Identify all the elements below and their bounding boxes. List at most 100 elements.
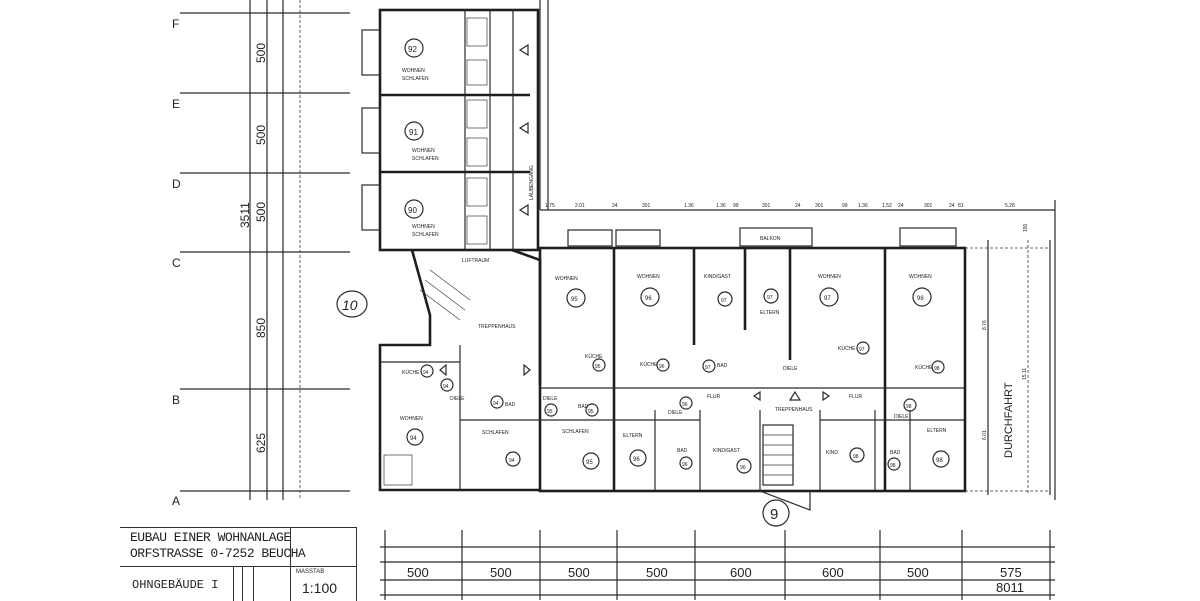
project-title-line1: EUBAU EINER WOHNANLAGE (130, 530, 291, 545)
marker-9-circle (762, 499, 790, 527)
room-circle (440, 378, 454, 392)
dim-bottom-2: 500 (490, 565, 512, 580)
room-circle (490, 395, 504, 409)
room-96-kueche-number: 96 (659, 364, 665, 370)
dim-bottom-3: 500 (568, 565, 590, 580)
room-98-bad-label: BAD (890, 450, 901, 456)
room-circle (582, 452, 600, 470)
svg-text:1.75: 1.75 (545, 203, 555, 209)
room-97-wohnen-label: WOHNEN (818, 274, 841, 280)
room-97-eltern-number: 97 (767, 295, 773, 301)
room-95-schlafen-number: 95 (586, 460, 593, 466)
svg-text:301: 301 (924, 203, 933, 209)
room-circle (819, 287, 839, 307)
svg-text:81: 81 (958, 203, 964, 209)
room-91-label1: WOHNEN (412, 148, 435, 154)
room-circle (656, 358, 670, 372)
room-circle (856, 341, 870, 355)
room-95-kueche-label: KÜCHE (585, 353, 603, 360)
svg-text:24: 24 (949, 203, 955, 209)
marker-10-circle (336, 290, 368, 318)
dim-total-left: 3511 (238, 202, 252, 228)
dim-bottom-5: 600 (730, 565, 752, 580)
svg-text:1.36: 1.36 (858, 203, 868, 209)
room-circle (640, 287, 660, 307)
room-96-wohnen-number: 96 (645, 296, 652, 302)
dim-bottom-6: 600 (822, 565, 844, 580)
room-95-diele-label: DIELE (543, 396, 558, 402)
dim-ed: 500 (254, 125, 268, 145)
project-title-line2: ORFSTRASSE 0-7252 BEUCHA (130, 546, 306, 561)
room-circle (404, 199, 424, 219)
svg-text:24: 24 (795, 203, 801, 209)
room-circle (404, 121, 424, 141)
room-97-eltern-label: ELTERN (760, 310, 780, 316)
room-94-diele-number: 94 (443, 384, 449, 390)
svg-text:2.01: 2.01 (575, 203, 585, 209)
room-96-bad-label: BAD (677, 448, 688, 454)
flur-right-label: FLUR (849, 394, 862, 400)
svg-text:301: 301 (815, 203, 824, 209)
luftraum-label: LUFTRAUM (462, 258, 489, 264)
room-95-wohnen-label: WOHNEN (555, 276, 578, 282)
room-circle (592, 358, 606, 372)
dim-right-mid: 8.76 (982, 320, 988, 330)
treppenhaus-left-label: TREPPENHAUS (478, 324, 516, 330)
scale-value: 1:100 (302, 580, 338, 596)
room-91-number: 91 (409, 128, 418, 137)
room-circle (679, 396, 693, 410)
room-circle (544, 403, 558, 417)
dim-right-top: 150 (1023, 223, 1029, 232)
laubengang-label: LAUBENGANG (529, 165, 535, 200)
dim-bottom-8: 575 (1000, 565, 1022, 580)
svg-text:301: 301 (762, 203, 771, 209)
axis-label-a: A (172, 494, 180, 508)
room-96-kueche-label: KÜCHE (640, 361, 658, 368)
room-94-bad-label: BAD (505, 402, 516, 408)
room-95-diele-number: 95 (547, 409, 553, 415)
dim-bottom-total: 8011 (996, 580, 1024, 595)
room-94-schlafen-number: 94 (509, 458, 515, 464)
building-name: OHNGEBÄUDE I (132, 578, 219, 592)
room-92-label1: WOHNEN (402, 68, 425, 74)
room-circle (736, 458, 752, 474)
svg-text:1.52: 1.52 (882, 203, 892, 209)
room-90-label2: SCHLAFEN (412, 232, 439, 238)
room-circle (717, 291, 733, 307)
marker-9: 9 (770, 506, 778, 523)
dim-right-low: 6.01 (982, 430, 988, 440)
room-94-wohnen-label: WOHNEN (400, 416, 423, 422)
room-circle (932, 450, 950, 468)
dim-bottom-7: 500 (907, 565, 929, 580)
axis-label-e: E (172, 97, 180, 111)
room-circle (404, 38, 424, 58)
room-circle (585, 403, 599, 417)
scale-label: MASSTAB (296, 569, 325, 575)
room-97-kueche-label: KÜCHE (838, 345, 856, 352)
room-98-kind-number: 98 (853, 454, 859, 460)
dim-dc: 500 (254, 202, 268, 222)
room-98-kueche-label: KÜCHE (915, 364, 933, 371)
room-98-wohnen-number: 98 (917, 296, 924, 302)
flur-left-label: FLUR (707, 394, 720, 400)
north-wing (361, 0, 549, 252)
axis-label-d: D (172, 177, 181, 191)
room-95-schlafen-label: SCHLAFEN (562, 429, 589, 435)
dim-bottom-1: 500 (407, 565, 429, 580)
room-94-kueche-label: KÜCHE (402, 369, 420, 376)
room-circle (505, 451, 521, 467)
room-97-kueche-number: 97 (859, 347, 865, 353)
room-98-diele-label: DIELE (894, 414, 909, 420)
svg-text:24: 24 (612, 203, 618, 209)
room-91-label2: SCHLAFEN (412, 156, 439, 162)
room-circle (931, 360, 945, 374)
room-96-wohnen-label: WOHNEN (637, 274, 660, 280)
treppenhaus-right-label: TREPPENHAUS (775, 407, 813, 413)
room-circle (887, 457, 901, 471)
room-90-label1: WOHNEN (412, 224, 435, 230)
room-98-eltern-number: 98 (936, 458, 943, 464)
room-circle (702, 359, 716, 373)
marker-10: 10 (342, 297, 358, 313)
svg-text:24: 24 (898, 203, 904, 209)
room-97-bad-number: 97 (705, 365, 711, 371)
